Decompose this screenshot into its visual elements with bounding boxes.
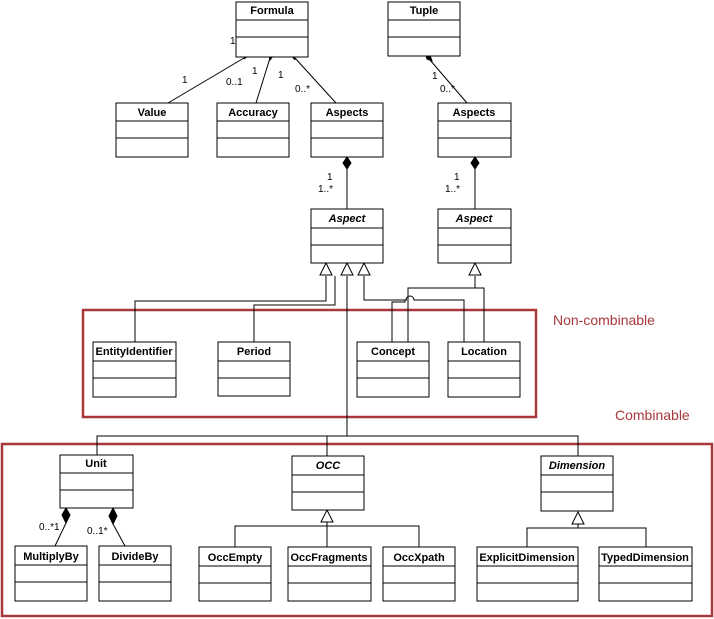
class-concept-name: Concept	[371, 346, 415, 358]
class-aspects-tuple: Aspects	[437, 102, 512, 158]
combinable-group-box	[0, 442, 714, 618]
edge-formula-value	[167, 57, 245, 104]
class-occxpath-name: OccXpath	[393, 552, 445, 564]
composition-diamond-aspects-formula	[342, 156, 352, 170]
class-value-name: Value	[138, 107, 167, 119]
mult-aspects-aspect-f-2: 1..*	[318, 184, 333, 195]
class-occfragments: OccFragments	[287, 546, 372, 602]
class-formula: Formula	[235, 1, 309, 58]
class-tuple-name: Tuple	[410, 5, 439, 17]
mult-aspects-aspect-t-1: 1	[454, 172, 460, 183]
class-dimension-name: Dimension	[549, 460, 606, 472]
non-combinable-group-box	[81, 308, 538, 419]
class-concept: Concept	[356, 341, 430, 398]
generalization-triangle-occ	[320, 508, 334, 523]
edge-dimension-children	[526, 527, 647, 547]
edge-combinable-branch	[96, 435, 579, 456]
mult-accuracy-end: 1	[252, 66, 258, 77]
class-multiplyby-name: MultiplyBy	[23, 551, 79, 563]
edge-tuple-aspects	[429, 59, 468, 104]
combinable-label: Combinable	[615, 407, 690, 423]
class-value: Value	[115, 102, 189, 158]
edge-formula-accuracy	[255, 57, 271, 104]
class-aspect-formula: Aspect	[310, 208, 384, 264]
edge-location-aspect	[405, 295, 465, 342]
class-period: Period	[217, 341, 291, 397]
composition-diamond-multiplyby	[61, 506, 71, 525]
mult-aspects-aspect-t-2: 1..*	[445, 184, 460, 195]
class-multiplyby: MultiplyBy	[14, 545, 88, 602]
edge-concept-aspect-tuple	[407, 276, 476, 342]
edge-unit-divideby	[112, 523, 126, 547]
class-formula-name: Formula	[250, 5, 294, 17]
edge-location-aspect-tuple	[475, 287, 485, 342]
mult-aspects-aspect-f-1: 1	[327, 172, 333, 183]
generalization-triangle-3	[357, 261, 371, 276]
class-aspect-tuple-name: Aspect	[455, 213, 494, 225]
class-accuracy: Accuracy	[216, 102, 290, 158]
class-occempty-name: OccEmpty	[208, 552, 263, 564]
mult-aspects-end: 0..*	[295, 84, 310, 95]
class-aspect-formula-name: Aspect	[328, 213, 367, 225]
class-period-name: Period	[237, 346, 271, 358]
mult-accuracy-formula: 0..1	[226, 77, 243, 88]
class-location: Location	[447, 341, 521, 398]
mult-tuple-side: 1	[432, 71, 438, 82]
generalization-triangle-dimension	[571, 510, 585, 525]
generalization-triangle-tuple	[468, 261, 482, 276]
edge-formula-aspects	[294, 57, 337, 104]
mult-value: 1	[182, 75, 188, 86]
class-occxpath: OccXpath	[382, 546, 456, 602]
generalization-triangle-2	[340, 261, 354, 276]
edge-unit-multiplyby	[54, 522, 67, 547]
class-tuple: Tuple	[387, 1, 461, 57]
class-unit: Unit	[59, 454, 134, 509]
mult-divideby: 0..1*	[87, 526, 108, 537]
composition-diamond-aspects-tuple	[470, 156, 480, 170]
class-location-name: Location	[461, 346, 507, 358]
class-aspects-formula: Aspects	[310, 102, 384, 158]
class-aspects-formula-name: Aspects	[326, 107, 369, 119]
mult-formula-side: 1	[230, 36, 236, 47]
edge-entityidentifier-aspect	[134, 276, 327, 342]
class-typeddimension-name: TypedDimension	[601, 552, 689, 564]
class-explicitdimension-name: ExplicitDimension	[479, 552, 575, 564]
class-divideby-name: DivideBy	[111, 551, 159, 563]
class-unit-name: Unit	[85, 458, 107, 470]
class-entityidentifier-name: EntityIdentifier	[95, 346, 173, 358]
class-typeddimension: TypedDimension	[598, 546, 693, 602]
mult-tuple-aspects: 0..*	[440, 84, 455, 95]
mult-multiplyby: 0..*1	[39, 522, 60, 533]
class-occ-name: OCC	[316, 460, 342, 472]
class-occ: OCC	[291, 455, 365, 511]
generalization-triangle-1	[319, 261, 333, 276]
edge-period-aspect	[253, 276, 336, 342]
composition-diamond-divideby	[108, 506, 118, 526]
class-entityidentifier: EntityIdentifier	[92, 341, 177, 398]
class-accuracy-name: Accuracy	[228, 107, 278, 119]
class-explicitdimension: ExplicitDimension	[476, 546, 579, 602]
non-combinable-label: Non-combinable	[553, 312, 655, 328]
mult-aspects-formula: 1	[278, 70, 284, 81]
class-occempty: OccEmpty	[198, 546, 272, 602]
class-aspect-tuple: Aspect	[437, 208, 512, 264]
class-occfragments-name: OccFragments	[290, 552, 367, 564]
class-divideby: DivideBy	[98, 545, 172, 602]
edge-concept-aspect	[363, 276, 406, 342]
class-dimension: Dimension	[540, 455, 614, 512]
class-aspects-tuple-name: Aspects	[453, 107, 496, 119]
